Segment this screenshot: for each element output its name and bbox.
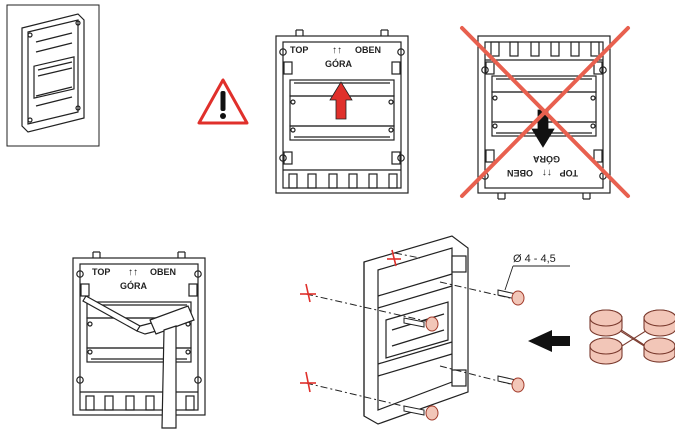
label-gora-knockout: GÓRA bbox=[120, 280, 148, 291]
correct-orientation-panel: TOP ↑↑ OBEN GÓRA bbox=[275, 29, 409, 194]
thumbnail-frame-drawing bbox=[21, 13, 85, 133]
label-arrows-wrong: ↑↑ bbox=[542, 167, 552, 178]
warning-triangle-icon bbox=[197, 78, 249, 125]
label-top-knockout: TOP bbox=[92, 267, 110, 277]
hammer-icon bbox=[149, 305, 195, 429]
label-top-correct: TOP bbox=[290, 45, 308, 55]
red-x-icon bbox=[460, 26, 630, 198]
label-oben-knockout: OBEN bbox=[150, 267, 176, 277]
plug-bottom-left bbox=[589, 337, 623, 365]
plug-top-right bbox=[643, 309, 675, 337]
plug-top-left bbox=[589, 309, 623, 337]
label-oben-correct: OBEN bbox=[355, 45, 381, 55]
label-arrows-correct: ↑↑ bbox=[332, 45, 342, 56]
screw-icon bbox=[403, 289, 517, 416]
thumbnail-panel bbox=[6, 4, 100, 147]
label-arrows-knockout: ↑↑ bbox=[128, 267, 138, 278]
frame-front-knockout bbox=[72, 251, 206, 416]
frame-side-view bbox=[363, 235, 469, 425]
wall-plug-icon bbox=[425, 290, 525, 421]
diameter-label: Ø 4 - 4,5 bbox=[513, 253, 556, 265]
label-gora-correct: GÓRA bbox=[325, 58, 353, 69]
dimension-leader bbox=[504, 265, 570, 291]
black-left-arrow-icon bbox=[528, 330, 570, 352]
red-up-arrow-icon bbox=[329, 81, 353, 120]
drill-mark-icon bbox=[300, 249, 401, 393]
mounting-panel: Ø 4 - 4,5 bbox=[300, 235, 570, 425]
knockout-panel: TOP ↑↑ OBEN GÓRA bbox=[72, 251, 206, 429]
wrong-orientation-panel: TOP ↑↑ OBEN GÓRA bbox=[460, 26, 630, 200]
label-oben-wrong: OBEN bbox=[507, 168, 533, 178]
label-top-wrong: TOP bbox=[560, 168, 578, 178]
wall-plugs-set bbox=[589, 309, 675, 365]
plug-bottom-right bbox=[643, 337, 675, 363]
label-gora-wrong: GÓRA bbox=[532, 154, 560, 165]
